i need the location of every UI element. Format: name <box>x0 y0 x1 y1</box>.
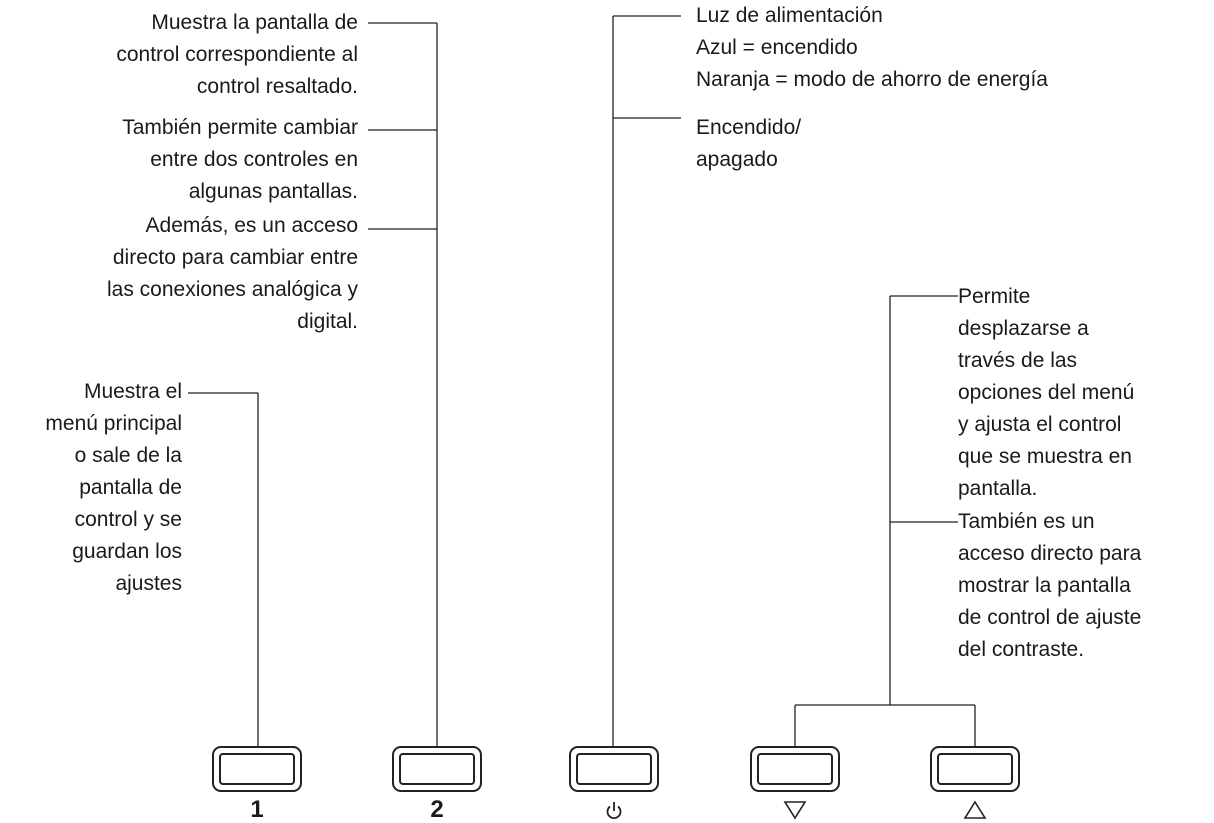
down-arrow-button[interactable] <box>750 746 840 792</box>
power-label <box>569 800 659 822</box>
button-2[interactable] <box>392 746 482 792</box>
power-switch-description: Encendido/ apagado <box>696 116 802 171</box>
arrows-description-b: También es un acceso directo para mostra… <box>958 510 1142 661</box>
power-led-description: Luz de alimentación Azul = encendido Nar… <box>696 4 1048 91</box>
up-arrow-button[interactable] <box>930 746 1020 792</box>
button1-description: Muestra el menú principal o sale de la p… <box>45 380 182 595</box>
power-button[interactable] <box>569 746 659 792</box>
power-icon <box>606 802 622 820</box>
button2-description-c: Además, es un acceso directo para cambia… <box>107 214 358 333</box>
triangle-down-icon <box>783 801 807 820</box>
button2-description-a: Muestra la pantalla de control correspon… <box>116 11 358 98</box>
triangle-up-icon <box>963 800 987 819</box>
button2-description-b: También permite cambiar entre dos contro… <box>122 116 358 203</box>
button-1-label: 1 <box>250 796 264 823</box>
down-arrow-label <box>750 800 840 820</box>
button-1[interactable] <box>212 746 302 792</box>
up-arrow-label <box>930 800 1020 820</box>
arrows-description-a: Permite desplazarse a través de las opci… <box>958 285 1135 500</box>
button-2-label: 2 <box>430 796 444 823</box>
